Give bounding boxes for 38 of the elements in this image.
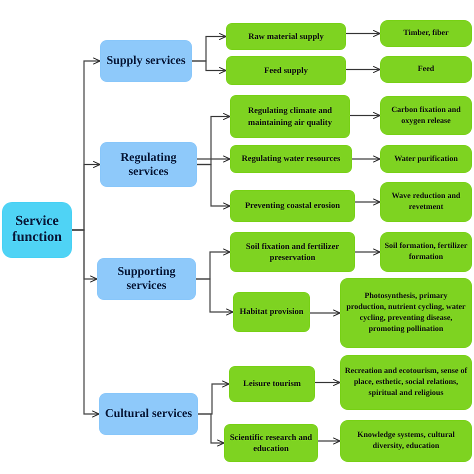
root-box: Service function bbox=[2, 202, 72, 258]
connector-arrow bbox=[318, 437, 341, 445]
connector-arrow bbox=[197, 164, 231, 210]
outcome-box: Recreation and ecotourism, sense of place, esthetic, social relations, spiritual and religious bbox=[340, 355, 472, 410]
function-box: Leisure tourism bbox=[229, 366, 315, 402]
function-box: Soil fixation and fertilizer preservation bbox=[230, 232, 355, 272]
outcome-box: Carbon fixation and oxygen release bbox=[380, 96, 472, 135]
function-box: Regulating water resources bbox=[230, 145, 352, 173]
category-box: Supply services bbox=[100, 40, 192, 82]
category-box: Cultural services bbox=[99, 393, 198, 435]
outcome-box: Feed bbox=[380, 56, 472, 83]
outcome-box: Timber, fiber bbox=[380, 20, 472, 47]
connector-arrow bbox=[352, 155, 381, 163]
function-box: Habitat provision bbox=[233, 292, 310, 332]
connector-arrow bbox=[192, 60, 227, 74]
connector-arrow bbox=[196, 278, 234, 316]
outcome-box: Photosynthesis, primary production, nutrient cycling, water cycling, preventing disease, promoting pollination bbox=[340, 278, 472, 348]
category-box: Regulating services bbox=[100, 142, 197, 187]
outcome-box: Knowledge systems, cultural diversity, education bbox=[340, 420, 472, 462]
connector-arrow bbox=[350, 112, 381, 120]
connector-arrow bbox=[355, 248, 381, 256]
connector-arrow bbox=[198, 413, 225, 447]
category-box: Supporting services bbox=[97, 258, 196, 300]
connector-arrow bbox=[310, 309, 341, 317]
connector-arrow bbox=[346, 66, 381, 74]
outcome-box: Wave reduction and revetment bbox=[380, 182, 472, 222]
connector-arrow bbox=[346, 30, 381, 38]
outcome-box: Water purification bbox=[380, 145, 472, 173]
outcome-box: Soil formation, fertilizer formation bbox=[380, 232, 472, 272]
connector-arrow bbox=[315, 378, 341, 386]
function-box: Scientific research and education bbox=[224, 424, 318, 462]
function-box: Raw material supply bbox=[226, 23, 346, 50]
function-box: Regulating climate and maintaining air quality bbox=[230, 95, 350, 138]
connector-arrow bbox=[197, 155, 231, 163]
connector-arrow bbox=[355, 198, 381, 206]
connector-arrow bbox=[72, 229, 100, 418]
function-box: Preventing coastal erosion bbox=[230, 190, 355, 222]
function-box: Feed supply bbox=[226, 56, 346, 85]
